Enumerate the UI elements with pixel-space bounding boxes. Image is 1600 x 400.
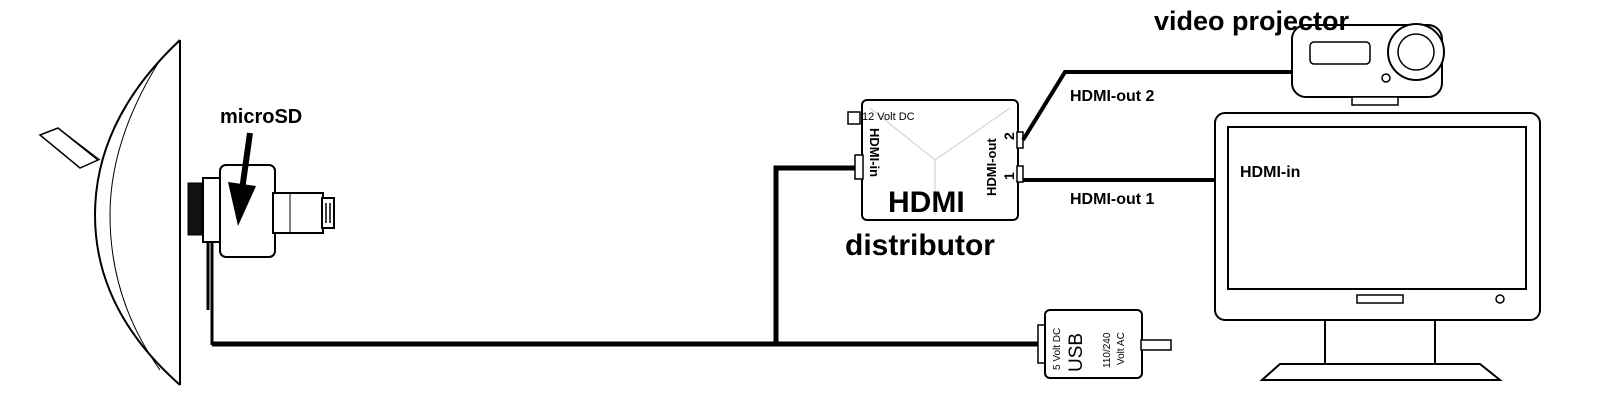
output-cables xyxy=(1021,70,1292,182)
power-input-label: 12 Volt DC xyxy=(862,111,915,123)
microsd-arrow xyxy=(228,132,256,226)
microsd-label: microSD xyxy=(220,106,302,128)
hdmi-distributor xyxy=(847,99,1024,221)
usb-ac-label-2: Volt AC xyxy=(1116,332,1127,365)
hdmi-in-port-label: HDMI-in xyxy=(867,128,882,177)
dish xyxy=(38,39,181,386)
hdmi-in-label: HDMI-in xyxy=(1240,164,1300,181)
video-projector-label: video projector xyxy=(1154,6,1350,36)
port-1-label: 1 xyxy=(1001,172,1017,180)
dish-arm xyxy=(38,127,101,169)
usb-label: USB xyxy=(1066,333,1087,372)
monitor xyxy=(1214,112,1541,381)
distributor-label: distributor xyxy=(845,229,995,262)
hdmi-out-port-label: HDMI-out xyxy=(984,138,999,196)
usb-ac-label-1: 110/240 xyxy=(1102,332,1113,368)
camera-module xyxy=(187,164,335,258)
hdmi-out-1-label: HDMI-out 1 xyxy=(1070,191,1155,208)
hdmi-out-2-label: HDMI-out 2 xyxy=(1070,88,1155,105)
camera-cables xyxy=(206,242,214,345)
hdmi-brand-label: HDMI xyxy=(888,186,965,219)
usb-dc-label: 5 Volt DC xyxy=(1052,328,1063,370)
usb-power-adapter xyxy=(1037,309,1172,379)
video-projector xyxy=(1291,23,1445,106)
port-2-label: 2 xyxy=(1001,132,1017,140)
main-cable xyxy=(212,165,1045,347)
